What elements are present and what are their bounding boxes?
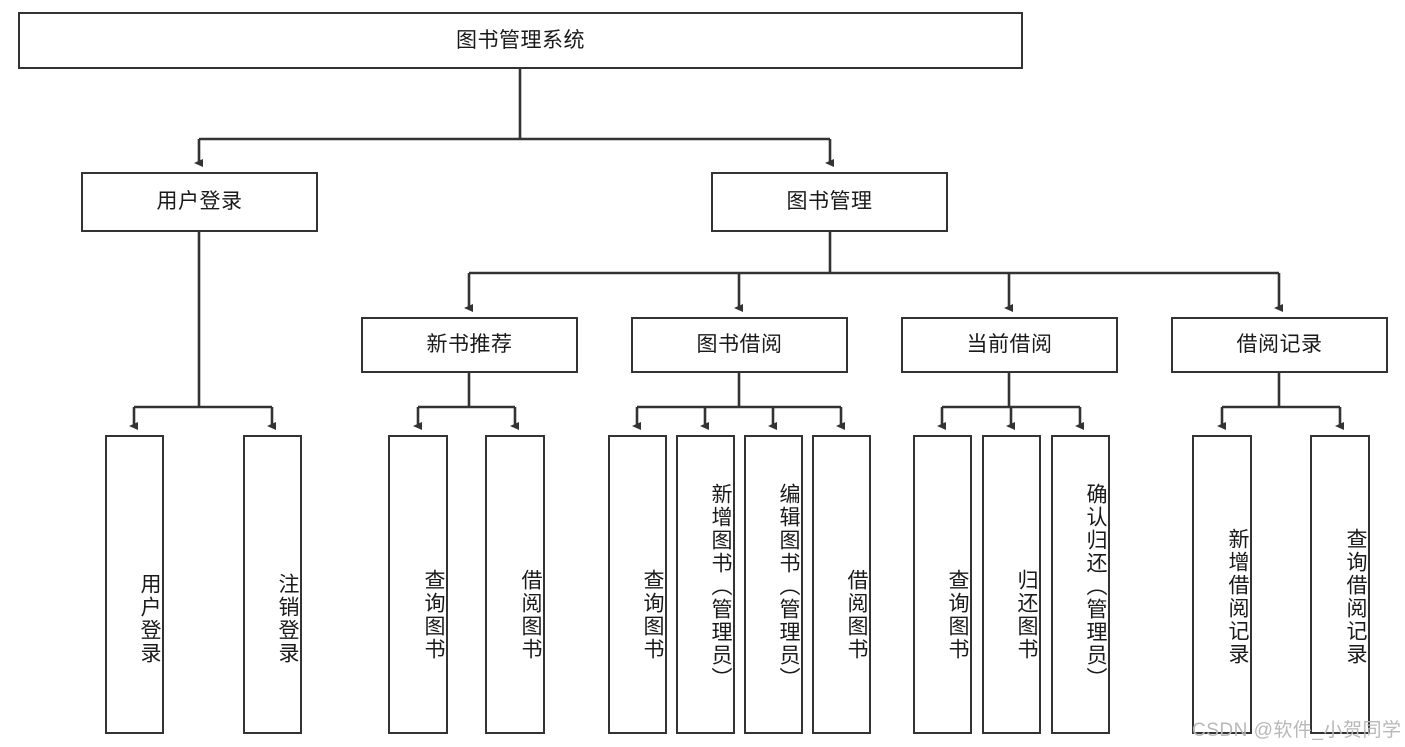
node-leaf-user-login[interactable]: 用户登录 bbox=[105, 435, 164, 734]
csdn-watermark: CSDN @软件_小贺同学 bbox=[1192, 720, 1402, 741]
node-leaf-add-record[interactable]: 新增借阅记录 bbox=[1192, 435, 1252, 734]
node-book-borrow-label: 图书借阅 bbox=[696, 333, 783, 357]
node-leaf-logout[interactable]: 注销登录 bbox=[243, 435, 302, 734]
node-leaf-add-book[interactable]: 新增图书（管理员） bbox=[676, 435, 735, 734]
node-leaf-return-book-label: 归还图书 bbox=[1015, 568, 1038, 661]
node-book-management-label: 图书管理 bbox=[786, 190, 873, 214]
node-user-login[interactable]: 用户登录 bbox=[81, 172, 318, 232]
node-leaf-edit-book-label: 编辑图书（管理员） bbox=[777, 483, 800, 690]
node-leaf-query-book-3[interactable]: 查询图书 bbox=[913, 435, 972, 734]
node-book-management[interactable]: 图书管理 bbox=[711, 172, 948, 232]
node-user-login-label: 用户登录 bbox=[156, 190, 243, 214]
node-new-book-recommend[interactable]: 新书推荐 bbox=[361, 317, 578, 373]
node-leaf-query-book-2[interactable]: 查询图书 bbox=[608, 435, 667, 734]
node-current-borrow[interactable]: 当前借阅 bbox=[901, 317, 1118, 373]
node-leaf-query-record-label: 查询借阅记录 bbox=[1344, 527, 1367, 666]
node-borrow-records[interactable]: 借阅记录 bbox=[1171, 317, 1388, 373]
node-leaf-add-book-label: 新增图书（管理员） bbox=[709, 483, 732, 690]
node-book-borrow[interactable]: 图书借阅 bbox=[631, 317, 848, 373]
node-root-label: 图书管理系统 bbox=[456, 28, 585, 52]
node-leaf-borrow-book-1[interactable]: 借阅图书 bbox=[485, 435, 545, 734]
node-root[interactable]: 图书管理系统 bbox=[18, 12, 1023, 69]
node-leaf-borrow-book-2-label: 借阅图书 bbox=[845, 568, 868, 661]
node-borrow-records-label: 借阅记录 bbox=[1236, 333, 1323, 357]
node-leaf-user-login-label: 用户登录 bbox=[138, 572, 161, 665]
node-new-book-recommend-label: 新书推荐 bbox=[426, 333, 513, 357]
node-leaf-borrow-book-2[interactable]: 借阅图书 bbox=[812, 435, 871, 734]
node-leaf-confirm-return-label: 确认归还（管理员） bbox=[1084, 483, 1107, 690]
node-leaf-borrow-book-1-label: 借阅图书 bbox=[519, 568, 542, 661]
node-leaf-query-book-2-label: 查询图书 bbox=[641, 568, 664, 661]
node-leaf-query-book-1-label: 查询图书 bbox=[422, 568, 445, 661]
node-leaf-query-record[interactable]: 查询借阅记录 bbox=[1310, 435, 1370, 734]
node-leaf-logout-label: 注销登录 bbox=[276, 572, 299, 665]
node-leaf-return-book[interactable]: 归还图书 bbox=[982, 435, 1041, 734]
node-current-borrow-label: 当前借阅 bbox=[966, 333, 1053, 357]
node-leaf-add-record-label: 新增借阅记录 bbox=[1226, 527, 1249, 666]
node-leaf-query-book-1[interactable]: 查询图书 bbox=[388, 435, 448, 734]
node-leaf-edit-book[interactable]: 编辑图书（管理员） bbox=[744, 435, 803, 734]
node-leaf-query-book-3-label: 查询图书 bbox=[946, 568, 969, 661]
node-leaf-confirm-return[interactable]: 确认归还（管理员） bbox=[1051, 435, 1110, 734]
